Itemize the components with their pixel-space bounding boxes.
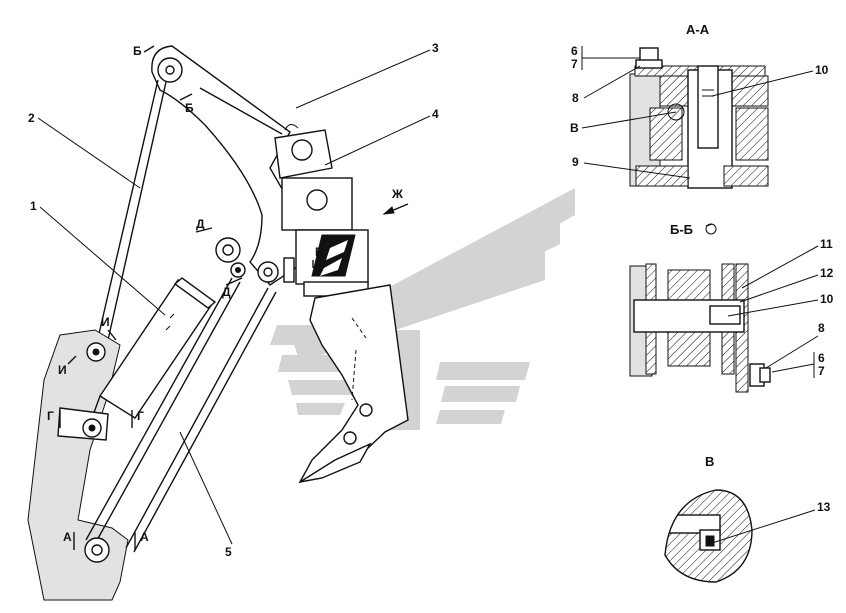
section-aa-label-6: 6 — [571, 44, 578, 58]
part-number-5: 5 — [225, 545, 232, 559]
part-number-3: 3 — [432, 41, 439, 55]
section-mark-b-top: Б — [133, 44, 142, 58]
section-bb-title: Б-Б — [670, 222, 693, 237]
section-aa-label-9: 9 — [572, 155, 579, 169]
section-aa-label-v: В — [570, 121, 579, 135]
main-view — [27, 45, 409, 601]
detail-v-title: В — [705, 454, 714, 469]
strut-2 — [97, 79, 167, 341]
section-mark-d-right: Д — [222, 285, 231, 299]
ripper-tip — [299, 442, 372, 483]
section-aa-label-10: 10 — [815, 63, 829, 77]
section-mark-i-bottom: И — [58, 363, 67, 377]
detail-v: В 13 — [664, 454, 831, 583]
frame-plate — [27, 329, 129, 601]
section-mark-g-right: Г — [137, 409, 144, 423]
section-aa: А-А 6 7 8 10 В 9 — [570, 22, 829, 189]
section-mark-i-top: И — [101, 315, 110, 329]
section-bb-label-6: 6 — [818, 351, 825, 365]
section-mark-d-left: Д — [196, 217, 205, 231]
section-bb: Б-Б 11 12 10 8 6 7 — [629, 222, 834, 393]
section-bb-label-10: 10 — [820, 292, 834, 306]
section-mark-b-bottom: Б — [185, 101, 194, 115]
detail-v-label-13: 13 — [817, 500, 831, 514]
part-number-4: 4 — [432, 107, 439, 121]
section-bb-label-7: 7 — [818, 364, 825, 378]
section-mark-a-left: А — [63, 530, 72, 544]
hydraulic-cylinder-1 — [57, 277, 217, 441]
part-number-1: 1 — [30, 199, 37, 213]
section-aa-title: А-А — [686, 22, 710, 37]
section-mark-zh: Ж — [391, 187, 403, 201]
section-mark-a-right: А — [140, 530, 149, 544]
boom-outline — [151, 45, 301, 286]
section-bb-label-8: 8 — [818, 321, 825, 335]
part-number-2: 2 — [28, 111, 35, 125]
section-mark-g-left: Г — [47, 409, 54, 423]
main-view-labels: 3 4 2 1 5 Б Б Д Д Е Ж И И Г Г А А — [28, 41, 439, 559]
section-bb-label-12: 12 — [820, 266, 834, 280]
link-5 — [85, 277, 277, 553]
section-bb-label-11: 11 — [820, 237, 833, 251]
boom-bracket — [199, 87, 283, 135]
section-mark-e: Е — [315, 245, 323, 259]
section-aa-label-8: 8 — [572, 91, 579, 105]
ripper-shank — [298, 284, 409, 484]
section-aa-label-7: 7 — [571, 57, 578, 71]
